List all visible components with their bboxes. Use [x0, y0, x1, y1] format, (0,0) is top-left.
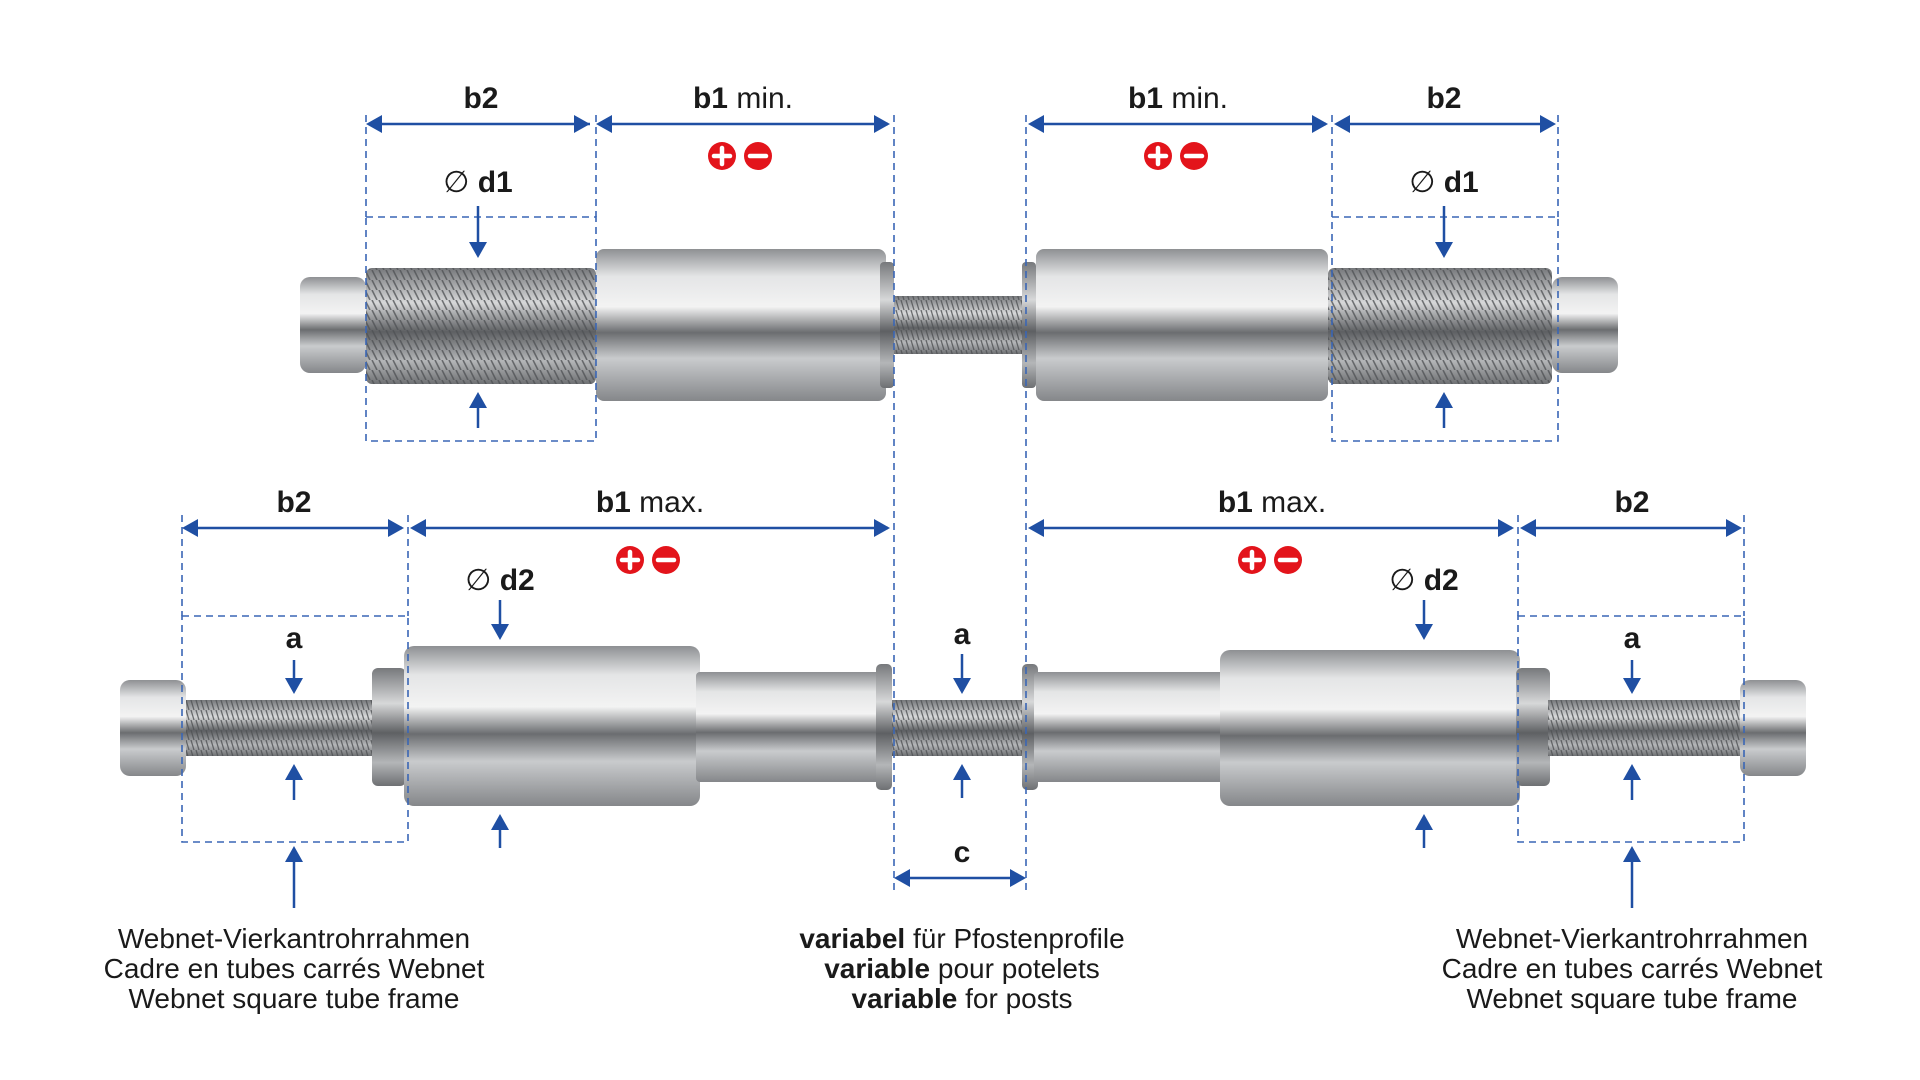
neck-bottom-right [1034, 672, 1224, 782]
minus-icon [1180, 142, 1208, 170]
svg-text:Webnet-Vierkantrohrrahmen: Webnet-Vierkantrohrrahmen [118, 923, 470, 954]
label-a-right: a [1624, 622, 1641, 655]
sleeve-d2-bottom-left [404, 646, 700, 806]
neck-bottom-left [696, 672, 884, 782]
svg-text:Webnet-Vierkantrohrrahmen: Webnet-Vierkantrohrrahmen [1456, 923, 1808, 954]
pointer-arrows [285, 206, 1641, 908]
caption-left: Webnet-Vierkantrohrrahmen Cadre en tubes… [104, 923, 485, 1014]
svg-text:Cadre en tubes carrés Webnet: Cadre en tubes carrés Webnet [104, 953, 485, 984]
top-dimension-lines [366, 115, 1556, 133]
bolt-head-top-left [300, 277, 366, 373]
label-b1-min-top-left: b1 min. [693, 82, 793, 115]
label-a-center: a [954, 618, 971, 651]
label-d2-left: ∅ d2 [465, 564, 535, 597]
dimension-labels: b2 b1 min. b1 min. b2 ∅ d1 ∅ d1 b2 b1 ma… [276, 82, 1649, 869]
label-b1-max-bottom-left: b1 max. [596, 486, 704, 519]
bottom-dimension-lines [182, 519, 1742, 887]
bottom-assembly [120, 646, 1806, 806]
thread-d1-top-right [1328, 268, 1552, 384]
minus-icon [744, 142, 772, 170]
caption-right: Webnet-Vierkantrohrrahmen Cadre en tubes… [1442, 923, 1823, 1014]
plus-icon [1238, 546, 1266, 574]
label-b1-min-top-right: b1 min. [1128, 82, 1228, 115]
svg-text:Cadre en tubes carrés Webnet: Cadre en tubes carrés Webnet [1442, 953, 1823, 984]
bolt-head-bottom-right [1740, 680, 1806, 776]
sleeve-top-right [1036, 249, 1328, 401]
bolt-head-top-right [1552, 277, 1618, 373]
thread-a-bottom-right [1548, 700, 1742, 756]
thread-a-bottom-left [186, 700, 376, 756]
thread-center-top [894, 296, 1024, 354]
thread-center-bottom [892, 700, 1024, 756]
label-b1-max-bottom-right: b1 max. [1218, 486, 1326, 519]
svg-text:variable pour potelets: variable pour potelets [824, 953, 1100, 984]
label-b2-top-left: b2 [463, 82, 498, 115]
label-d2-right: ∅ d2 [1389, 564, 1459, 597]
sleeve-d2-bottom-right [1220, 650, 1520, 806]
top-assembly [300, 249, 1618, 401]
plus-icon [1144, 142, 1172, 170]
caption-center: variabel für Pfostenprofile variable pou… [799, 923, 1124, 1014]
label-d1-top-right: ∅ d1 [1409, 166, 1479, 199]
sleeve-top-left [596, 249, 886, 401]
minus-icon [652, 546, 680, 574]
label-d1-top-left: ∅ d1 [443, 166, 513, 199]
bolt-head-bottom-left [120, 680, 186, 776]
svg-text:Webnet square tube frame: Webnet square tube frame [128, 983, 459, 1014]
svg-text:variabel für Pfostenprofile: variabel für Pfostenprofile [799, 923, 1124, 954]
plus-icon [616, 546, 644, 574]
plus-icon [708, 142, 736, 170]
label-b2-top-right: b2 [1426, 82, 1461, 115]
svg-text:Webnet square tube frame: Webnet square tube frame [1466, 983, 1797, 1014]
label-a-left: a [286, 622, 303, 655]
label-b2-bottom-right: b2 [1614, 486, 1649, 519]
svg-text:variable for posts: variable for posts [851, 983, 1072, 1014]
thread-d1-top-left [366, 268, 596, 384]
label-b2-bottom-left: b2 [276, 486, 311, 519]
label-c: c [954, 836, 971, 869]
plus-minus-icons [616, 142, 1302, 574]
minus-icon [1274, 546, 1302, 574]
